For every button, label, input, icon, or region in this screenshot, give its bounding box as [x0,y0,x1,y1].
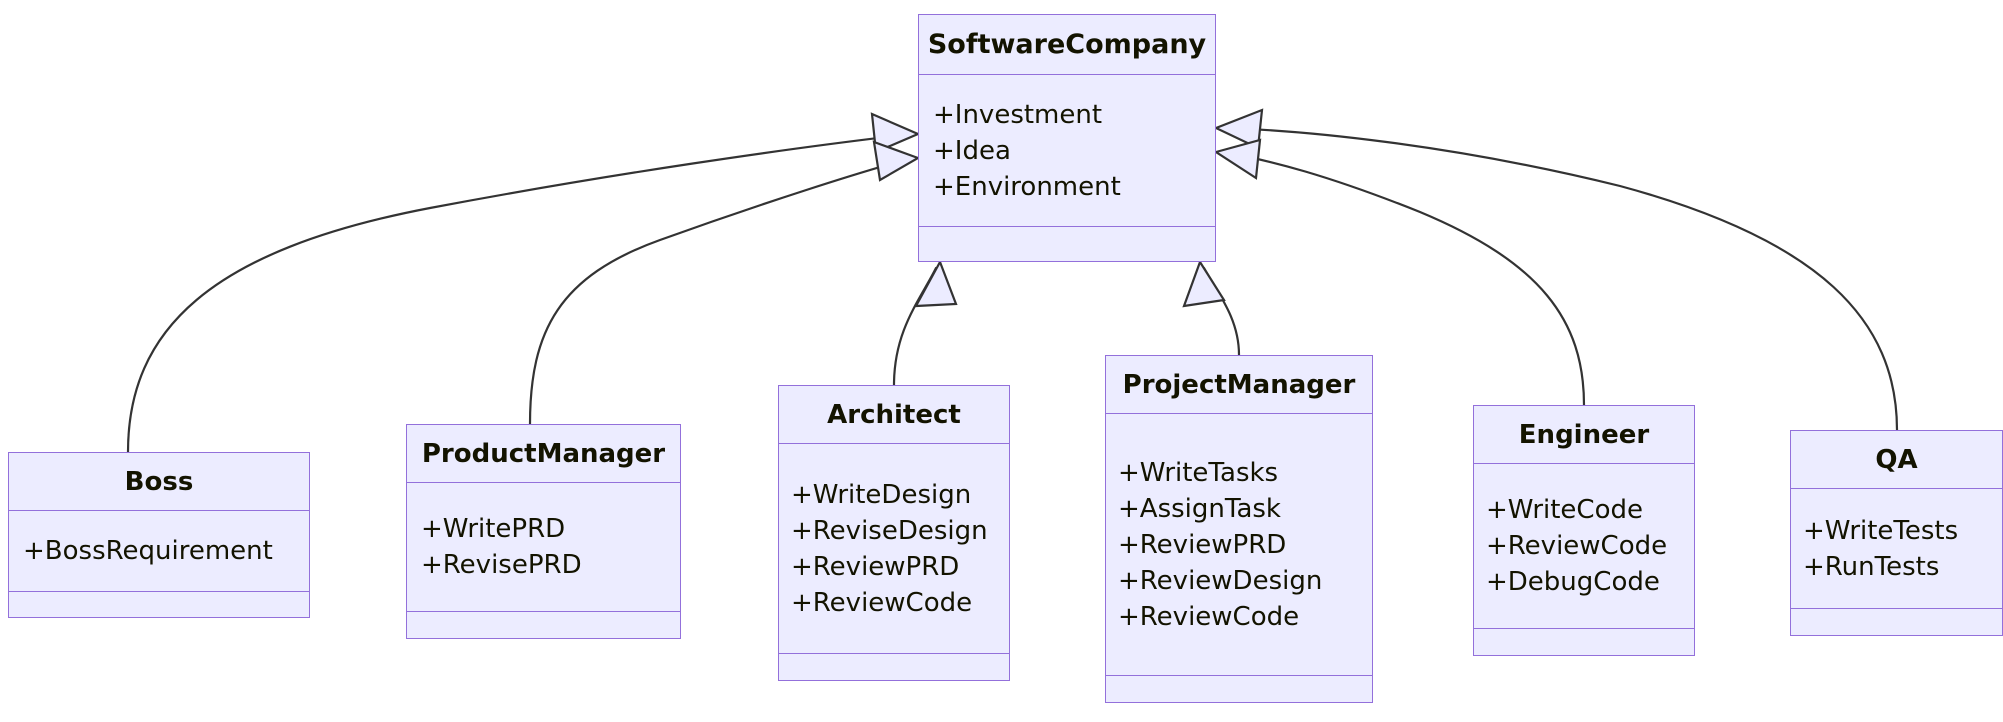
class-attribute: +AssignTask [1118,493,1281,524]
class-attribute: +DebugCode [1486,567,1660,597]
class-attribute: +Environment [933,171,1121,202]
class-attributes: +WritePRD +RevisePRD [407,483,680,612]
class-attributes: +WriteCode +ReviewCode +DebugCode [1474,464,1694,629]
class-methods [1106,676,1372,702]
class-title: Engineer [1474,406,1694,464]
class-attribute: +ReviewDesign [1118,565,1323,596]
class-node-projectmanager[interactable]: ProjectManager +WriteTasks +AssignTask +Re… [1105,355,1373,703]
class-attribute: +RunTests [1803,551,1940,582]
class-attributes: +WriteTasks +AssignTask +ReviewPRD +ReviewD… [1106,414,1372,676]
generalization-arrowhead-engineer [1213,138,1262,180]
class-attribute: +RevisePRD [421,550,582,580]
class-title: Boss [9,453,309,511]
class-node-productmanager[interactable]: ProductManager +WritePRD +RevisePRD [406,424,681,639]
class-title: ProductManager [407,425,680,483]
class-attribute: +WriteDesign [791,479,972,510]
class-attribute: +ReviewCode [791,587,973,618]
edge-projectmanager-to-softwarecompany [1202,266,1241,357]
class-attribute: +WriteTasks [1118,457,1279,488]
class-attribute: +WriteTests [1803,515,1959,546]
class-attribute: +BossRequirement [23,536,273,566]
class-attribute: +ReviewPRD [1118,529,1287,560]
class-title: ProjectManager [1106,356,1372,414]
generalization-arrowhead-boss [870,112,921,154]
generalization-arrowhead-productmanager [872,140,921,182]
class-node-boss[interactable]: Boss +BossRequirement [8,452,310,618]
class-methods [407,612,680,638]
class-methods [1474,629,1694,655]
class-methods [9,592,309,618]
class-attribute: +ReviewCode [1486,531,1668,561]
class-title: SoftwareCompany [919,15,1215,75]
generalization-arrowhead-architect [914,259,958,308]
class-node-qa[interactable]: QA +WriteTests +RunTests [1790,430,2003,636]
generalization-arrowhead-qa [1213,108,1264,150]
class-attributes: +WriteTests +RunTests [1791,489,2002,609]
class-methods [919,227,1215,261]
generalization-arrowhead-projectmanager [1182,259,1226,308]
class-node-softwarecompany[interactable]: SoftwareCompany +Investment +Idea +Environ… [918,14,1216,262]
class-attributes: +WriteDesign +ReviseDesign +ReviewPRD +Revi… [779,444,1009,654]
class-attribute: +WriteCode [1486,495,1643,525]
class-title: QA [1791,431,2002,489]
class-attribute: +WritePRD [421,514,566,544]
class-attribute: +ReviewPRD [791,551,960,582]
class-attribute: +Idea [933,135,1011,166]
class-title: Architect [779,386,1009,444]
class-methods [779,654,1009,680]
class-attribute: +ReviewCode [1118,601,1300,632]
class-node-architect[interactable]: Architect +WriteDesign +ReviseDesign +Revi… [778,385,1010,681]
class-attributes: +BossRequirement [9,511,309,592]
edge-architect-to-softwarecompany [892,266,938,387]
class-attributes: +Investment +Idea +Environment [919,75,1215,227]
class-node-engineer[interactable]: Engineer +WriteCode +ReviewCode +DebugCode [1473,405,1695,656]
class-methods [1791,609,2002,635]
class-attribute: +Investment [933,99,1103,130]
class-attribute: +ReviseDesign [791,515,988,546]
